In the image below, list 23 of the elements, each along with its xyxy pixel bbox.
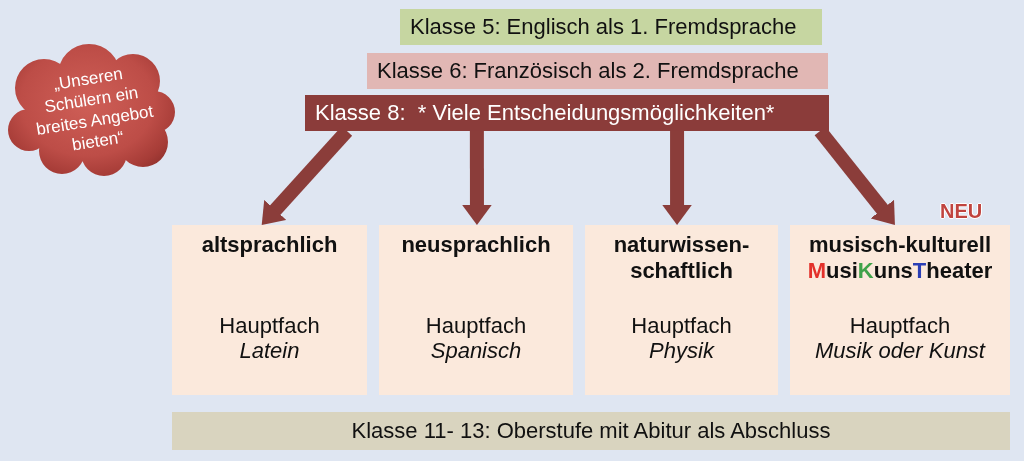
- banner-text: Klasse 8: * Viele Entscheidungsmöglichkeiten*: [315, 100, 775, 126]
- option-card: [379, 225, 573, 395]
- option-card: [790, 225, 1010, 395]
- grade-banner: [367, 53, 828, 89]
- banner-text: Klasse 5: Englisch als 1. Fremdsprache: [410, 14, 797, 40]
- grade-banner: [400, 9, 822, 45]
- option-card: [585, 225, 778, 395]
- banner-text: Klasse 6: Französisch als 2. Fremdsprache: [377, 58, 799, 84]
- grade-banner: [305, 95, 829, 131]
- card-body: Hauptfach Spanisch: [424, 313, 528, 363]
- card-heading: naturwissen- schaftlich: [612, 232, 751, 284]
- card-heading: neusprachlich: [400, 232, 552, 258]
- cloud-text: „Unseren Schülern ein breites Angebot bieten“: [33, 63, 156, 157]
- card-body: Hauptfach Musik oder Kunst: [814, 313, 987, 363]
- footer-banner: [172, 412, 1010, 450]
- card-body: Hauptfach Latein: [218, 313, 321, 363]
- option-card: [172, 225, 367, 395]
- card-heading: musisch-kulturell: [807, 232, 993, 258]
- card-body: Hauptfach Physik: [630, 313, 733, 363]
- card-heading: altsprachlich: [200, 232, 339, 258]
- banner-text: Klasse 11- 13: Oberstufe mit Abitur als Abschluss: [351, 418, 831, 444]
- novelty-label: NEU: [940, 201, 983, 221]
- card-subheading: MusiKunsTheater: [806, 258, 994, 284]
